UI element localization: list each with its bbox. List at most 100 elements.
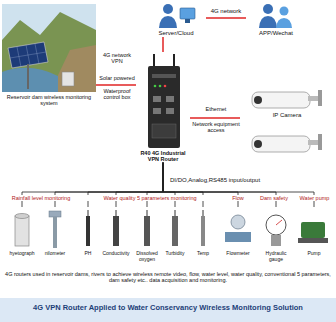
- link-note: Network equipment access: [192, 121, 240, 134]
- sensor-icons: [225, 232, 251, 242]
- camera-icons: [252, 92, 310, 108]
- router-device: [148, 66, 180, 148]
- dam-photo: [17, 47, 21, 67]
- caption-band: [0, 298, 336, 322]
- link-note: Ethernet: [194, 106, 238, 112]
- caption: 4G VPN Router Applied to Water Conservan…: [4, 304, 332, 313]
- camera-icons: [308, 96, 318, 101]
- node-text: nilometer: [39, 251, 71, 257]
- connector: [162, 37, 164, 52]
- camera-icons: [254, 140, 262, 148]
- app-icon: [276, 18, 292, 28]
- camera-icons: [318, 134, 322, 150]
- caption-band: [0, 298, 336, 322]
- group-label: Dam safety: [254, 195, 294, 201]
- connector: [206, 17, 246, 19]
- sensor-icons: [266, 215, 286, 235]
- box-note: Waterproof control box: [98, 88, 136, 101]
- camera-icons: [318, 90, 322, 106]
- dam-photo: [27, 64, 29, 89]
- camera-icons: [308, 140, 318, 145]
- node-text: IP Camera: [240, 112, 334, 119]
- server-icon: [159, 4, 195, 28]
- dam-photo: [2, 12, 96, 92]
- sensor-icons: [113, 216, 119, 246]
- dam-system-node: Reservoir dam wireless monitoring system: [2, 4, 96, 107]
- sensor-node: PH: [80, 207, 96, 257]
- sensor-icons: [15, 216, 29, 246]
- sensor-node: nilometer: [39, 207, 71, 257]
- connector: [190, 117, 240, 119]
- camera-icons: [252, 90, 322, 152]
- sensor-icons: [201, 216, 205, 246]
- sensor-icons: [116, 210, 117, 216]
- sensor-icons: [301, 222, 325, 238]
- app-icon: [259, 4, 292, 28]
- router-device: [154, 85, 157, 88]
- server-icon: [180, 8, 195, 19]
- sensor-icons: [15, 210, 328, 248]
- sensor-icons: [86, 216, 90, 246]
- server-icon: [159, 16, 177, 28]
- app-icon: [259, 16, 277, 28]
- server-node: Server/Cloud: [146, 2, 206, 37]
- dam-photo: [62, 72, 74, 86]
- router-device: [159, 85, 162, 88]
- router-device: [153, 96, 161, 102]
- group-label: Rainfall level monitoring: [3, 195, 79, 201]
- sensor-icons: [49, 211, 61, 217]
- node-text: Pump: [300, 251, 328, 257]
- sensor-node: Temp: [192, 207, 214, 257]
- router-device: [152, 124, 176, 138]
- dam-photo: [2, 4, 96, 92]
- node-text: Flowmeter: [223, 251, 253, 257]
- router-device: [164, 85, 167, 88]
- sensor-icons: [271, 235, 281, 246]
- router-device: [173, 54, 175, 68]
- sensor-node: Flowmeter: [223, 207, 253, 257]
- sensor-icons: [88, 210, 89, 216]
- app-icon: [263, 4, 273, 14]
- sensor-icons: [175, 210, 176, 216]
- node-text: Temp: [192, 251, 214, 257]
- node-text: PH: [80, 251, 96, 257]
- server-icon: [163, 4, 173, 14]
- node-text: Reservoir dam wireless monitoring system: [2, 94, 96, 107]
- router-device: [166, 96, 174, 102]
- group-label: Flow: [226, 195, 250, 201]
- group-label: Water quality 5 parameters monitoring: [80, 195, 220, 201]
- sensor-node: hyetograph: [5, 207, 39, 257]
- router-device: [153, 108, 161, 114]
- camera-icons: [252, 136, 310, 152]
- node-text: Turbidity: [161, 251, 189, 257]
- sensor-icons: [203, 210, 204, 216]
- group-label: Water pump: [296, 195, 333, 201]
- app-node: APP/Wechat: [246, 2, 306, 37]
- sensor-node: Hydraulic gauge: [258, 207, 294, 263]
- router-device: [153, 54, 155, 68]
- router-node: R40 4G Industrial VPN Router: [136, 52, 190, 163]
- node-text: R40 4G Industrial VPN Router: [136, 150, 190, 163]
- sensor-icons: [15, 214, 29, 219]
- node-text: Dissolved oxygen: [133, 251, 161, 263]
- power-note: Solar powered: [98, 75, 136, 81]
- app-icon: [280, 7, 289, 16]
- router-device: [152, 74, 176, 78]
- edge-label: 4G network: [211, 8, 242, 15]
- router-device: [148, 54, 180, 148]
- sensor-icons: [298, 238, 328, 243]
- sensor-icons: [276, 220, 282, 225]
- camera-node: IP Camera: [240, 88, 334, 159]
- sensor-icons: [144, 216, 150, 246]
- server-icon: [185, 19, 190, 23]
- antenna-note: 4G network VPN: [98, 52, 136, 65]
- connector: [96, 84, 136, 86]
- node-text: Conductivity: [99, 251, 133, 257]
- io-note: DI/DO,Analog,RS485 input/output: [170, 177, 286, 184]
- sensor-icons: [231, 215, 245, 229]
- sensor-icons: [172, 216, 178, 246]
- sensor-icons: [147, 210, 148, 216]
- dam-photo: [35, 44, 39, 64]
- router-device: [166, 108, 174, 114]
